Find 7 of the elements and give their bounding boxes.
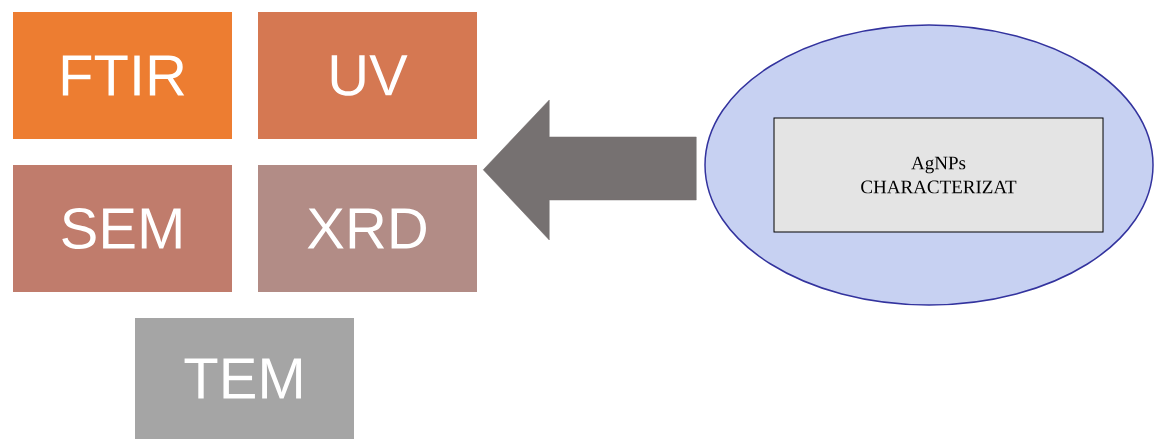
method-box: SEM — [13, 165, 232, 292]
method-box: XRD — [258, 165, 477, 292]
block-arrow — [482, 99, 697, 241]
method-box: UV — [258, 12, 477, 139]
title-box: AgNPs CHARACTERIZAT — [773, 117, 1104, 233]
method-box: TEM — [135, 318, 354, 439]
method-box: FTIR — [13, 12, 232, 139]
